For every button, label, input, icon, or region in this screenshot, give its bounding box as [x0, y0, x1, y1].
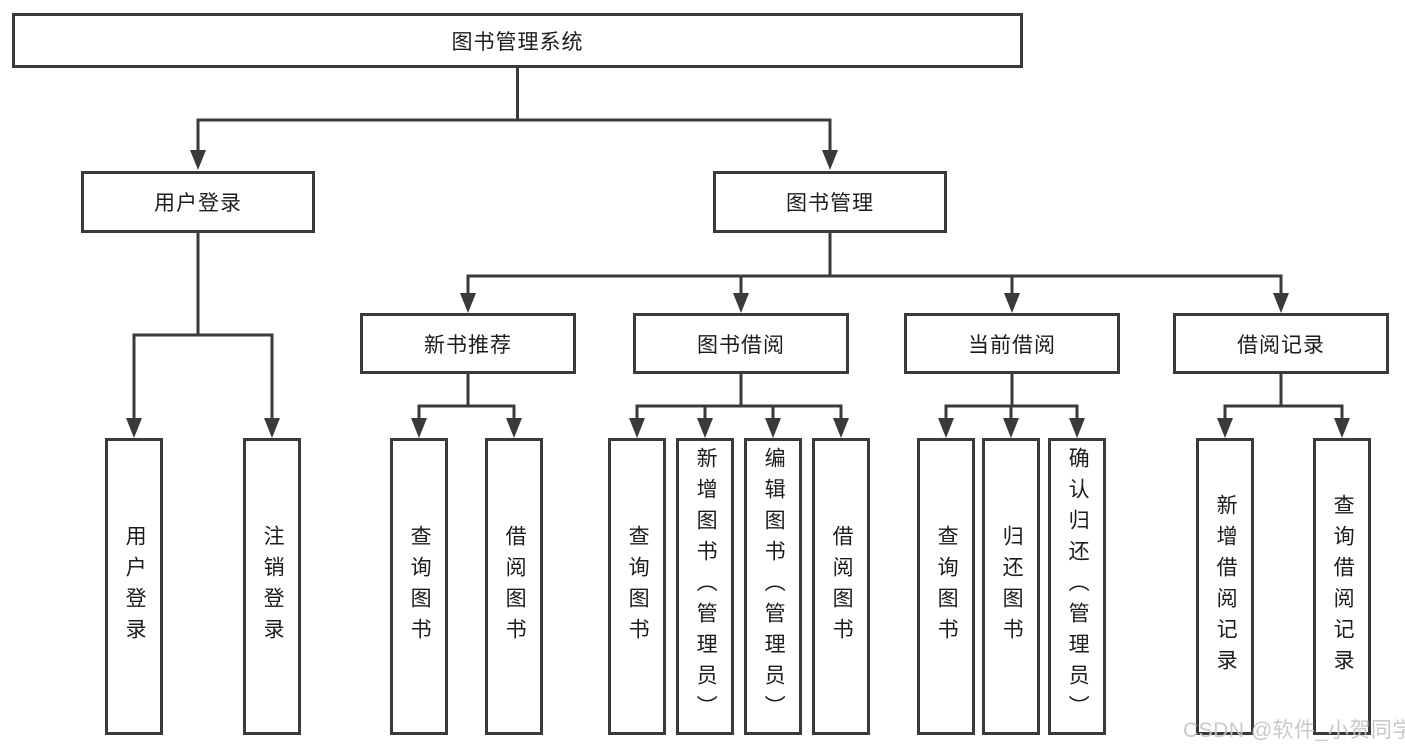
node-book-management-label: 图书管理: [786, 192, 874, 215]
leaf-current-return-books: 归还图书: [982, 438, 1040, 735]
leaf-newbooks-borrow-books-label: 借阅图书: [503, 524, 527, 649]
node-new-book-recommend-label: 新书推荐: [424, 333, 512, 357]
node-book-borrowing-label: 图书借阅: [697, 333, 785, 357]
node-current-borrowing-label: 当前借阅: [968, 333, 1056, 357]
node-root-system: 图书管理系统: [12, 13, 1023, 68]
leaf-records-add-record-label: 新增借阅记录: [1214, 493, 1238, 680]
leaf-current-query-books-label: 查询图书: [935, 524, 959, 649]
node-book-borrowing: 图书借阅: [633, 313, 849, 374]
node-new-book-recommend: 新书推荐: [360, 313, 576, 374]
leaf-borrowing-add-books-admin: 新增图书（管理员）: [676, 438, 734, 735]
leaf-logout-label: 注销登录: [261, 524, 285, 649]
leaf-borrowing-query-books: 查询图书: [608, 438, 666, 735]
leaf-current-confirm-return-admin-label: 确认归还（管理员）: [1066, 447, 1090, 726]
leaf-newbooks-query-books: 查询图书: [390, 438, 448, 735]
leaf-newbooks-query-books-label: 查询图书: [408, 524, 432, 649]
leaf-records-query-record-label: 查询借阅记录: [1331, 493, 1355, 680]
leaf-newbooks-borrow-books: 借阅图书: [485, 438, 543, 735]
leaf-user-login: 用户登录: [105, 438, 163, 735]
leaf-borrowing-borrow-books: 借阅图书: [812, 438, 870, 735]
node-borrow-records-label: 借阅记录: [1237, 333, 1325, 357]
leaf-current-return-books-label: 归还图书: [1000, 524, 1024, 649]
node-user-login-label: 用户登录: [154, 192, 242, 215]
leaf-records-add-record: 新增借阅记录: [1196, 438, 1254, 735]
node-user-login: 用户登录: [81, 171, 315, 233]
node-current-borrowing: 当前借阅: [904, 313, 1120, 374]
leaf-logout: 注销登录: [243, 438, 301, 735]
leaf-borrowing-edit-books-admin: 编辑图书（管理员）: [744, 438, 802, 735]
leaf-borrowing-edit-books-admin-label: 编辑图书（管理员）: [762, 447, 786, 726]
leaf-borrowing-add-books-admin-label: 新增图书（管理员）: [694, 447, 718, 726]
leaf-borrowing-query-books-label: 查询图书: [626, 524, 650, 649]
node-borrow-records: 借阅记录: [1173, 313, 1389, 374]
node-root-label: 图书管理系统: [451, 30, 584, 54]
leaf-current-query-books: 查询图书: [917, 438, 975, 735]
leaf-borrowing-borrow-books-label: 借阅图书: [830, 524, 854, 649]
leaf-user-login-label: 用户登录: [123, 524, 147, 649]
watermark: CSDN @软件_小贺同学: [1183, 719, 1405, 742]
node-book-management: 图书管理: [713, 171, 947, 233]
leaf-current-confirm-return-admin: 确认归还（管理员）: [1048, 438, 1106, 735]
leaf-records-query-record: 查询借阅记录: [1313, 438, 1371, 735]
